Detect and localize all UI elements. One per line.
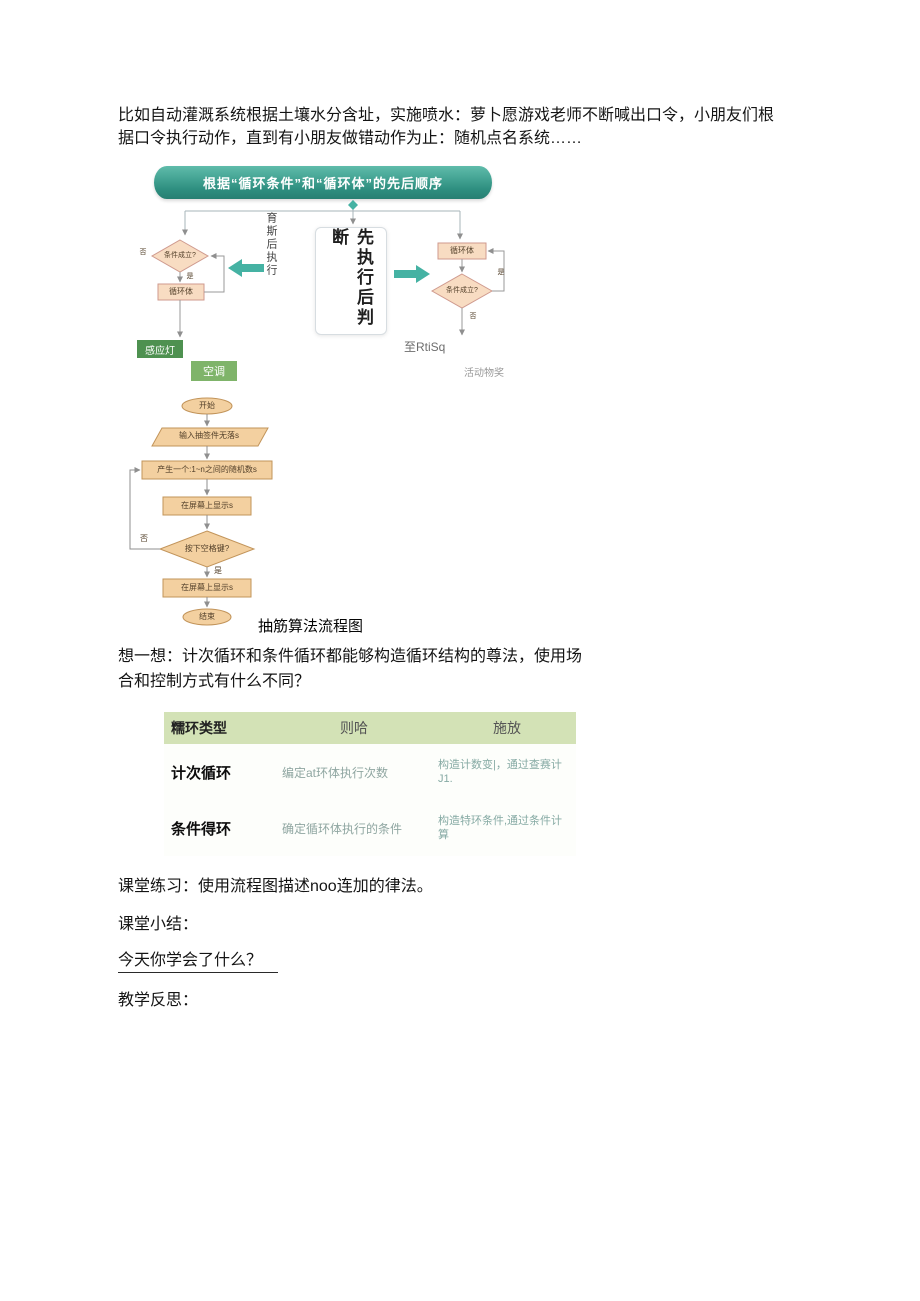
banner-ribbon: 根据“循环条件”和“循环体”的先后顺序 bbox=[154, 166, 492, 199]
left-flow-shapes bbox=[150, 239, 210, 301]
flow-decision-label: 按下空格键? bbox=[184, 543, 230, 553]
think-line-2: 合和控制方式有什么不同？ bbox=[118, 673, 311, 690]
practice-text: 课堂练习：使用流程图描述noo连加的律法。 bbox=[118, 878, 433, 895]
left-flow-no-label: 否 bbox=[139, 249, 147, 257]
table-header-row: 糯环类型 则哈 施放 bbox=[164, 712, 576, 744]
teal-arrow-left-icon bbox=[228, 259, 264, 277]
connector-diamond-icon bbox=[348, 200, 358, 210]
question-underlined: 今天你学会了什么？ bbox=[118, 946, 279, 973]
right-example-sub: 活动物奖 bbox=[464, 368, 504, 379]
table-header-type: 糯环类型 bbox=[171, 720, 227, 736]
summary-text: 课堂小结： bbox=[118, 916, 199, 933]
example-sensor-light-box: 感应灯 bbox=[137, 340, 183, 358]
think-line-1: 想一想：计次循环和条件循环都能够构造循环结构的尊法，使用场 bbox=[118, 648, 583, 665]
right-flow-yes-label: 是 bbox=[497, 269, 505, 277]
table-header-definition: 则哈 bbox=[340, 720, 368, 736]
table-row: 计次循环 编定at环体执行次数 构造计数变|，通过查赛计 J1. bbox=[164, 744, 576, 800]
right-flow-lines bbox=[459, 248, 505, 336]
teal-arrow-right-icon bbox=[394, 265, 430, 283]
judge-first-vertical-label: 育斯后执行 bbox=[265, 212, 277, 277]
think-paragraph: 想一想：计次循环和条件循环都能够构造循环结构的尊法，使用场 合和控制方式有什么不… bbox=[118, 644, 663, 694]
loop-comparison-table: 糯环类型 则哈 施放 计次循环 编定at环体执行次数 构造计数变|，通过查赛计 … bbox=[164, 712, 576, 856]
row-method-line2: 算 bbox=[438, 829, 449, 841]
intro-line-2: 据口令执行动作，直到有小朋友做错动作为止：随机点名系统…… bbox=[118, 130, 583, 147]
flow-generate-label: 产生一个:1~n之间的随机数s bbox=[157, 464, 257, 474]
row-type-cell: 计次循环 bbox=[171, 764, 232, 782]
right-flow-body-label: 循环体 bbox=[450, 245, 474, 255]
left-flow-lines bbox=[177, 253, 225, 338]
execute-first-box: 先执行后判断 bbox=[315, 227, 387, 335]
row-method-line1: 构造计数变|，通过查赛计 bbox=[438, 759, 562, 771]
algorithm-flowchart-lines bbox=[129, 414, 210, 608]
execute-first-label: 先执行后判断 bbox=[329, 228, 373, 328]
flow-show1-label: 在屏幕上显示s bbox=[181, 500, 233, 510]
right-example-title: 至RtiSq bbox=[404, 340, 446, 354]
row-method-line2: J1. bbox=[438, 773, 453, 785]
intro-paragraph: 比如自动灌溉系统根据土壤水分含址，实施喷水：萝卜愿游戏老师不断喊出口令，小朋友们… bbox=[118, 104, 818, 150]
row-definition-cell: 确定循环体执行的条件 bbox=[282, 821, 403, 836]
row-type-cell: 条件得环 bbox=[171, 820, 232, 838]
flow-end-label: 结束 bbox=[199, 611, 215, 621]
diagram-canvas bbox=[129, 200, 505, 626]
row-method-cell: 构造计数变|，通过查赛计 J1. bbox=[438, 758, 576, 786]
left-flow-condition-label: 条件成立? bbox=[164, 252, 196, 260]
left-flow-body-label: 循环体 bbox=[169, 286, 193, 296]
banner-text: 根据“循环条件”和“循环体”的先后顺序 bbox=[202, 176, 443, 191]
row-method-cell: 构造特环条件,通过条件计 算 bbox=[438, 814, 576, 842]
row-definition-cell: 编定at环体执行次数 bbox=[282, 765, 389, 780]
flow-input-label: 输入抽签件无落s bbox=[179, 431, 239, 441]
reflection-text: 教学反思： bbox=[118, 992, 199, 1009]
right-flow-no-label: 否 bbox=[469, 313, 477, 321]
left-flow-yes-label: 是 bbox=[186, 273, 194, 281]
table-row: 条件得环 确定循环体执行的条件 构造特环条件,通过条件计 算 bbox=[164, 800, 576, 856]
table-header-method: 施放 bbox=[493, 720, 521, 736]
right-flow-condition-label: 条件成立? bbox=[446, 287, 478, 295]
intro-line-1: 比如自动灌溉系统根据土壤水分含址，实施喷水：萝卜愿游戏老师不断喊出口令，小朋友们… bbox=[118, 107, 775, 124]
flow-start-label: 开始 bbox=[199, 400, 215, 410]
flow-yes-label: 是 bbox=[214, 566, 222, 576]
question-text: 今天你学会了什么？ bbox=[118, 946, 279, 973]
example-aircon-box: 空调 bbox=[191, 361, 237, 381]
flow-no-label: 否 bbox=[140, 534, 148, 544]
flowchart-caption: 抽筋算法流程图 bbox=[258, 618, 364, 635]
row-method-line1: 构造特环条件,通过条件计 bbox=[438, 815, 563, 827]
flow-show2-label: 在屏幕上显示s bbox=[181, 582, 233, 592]
